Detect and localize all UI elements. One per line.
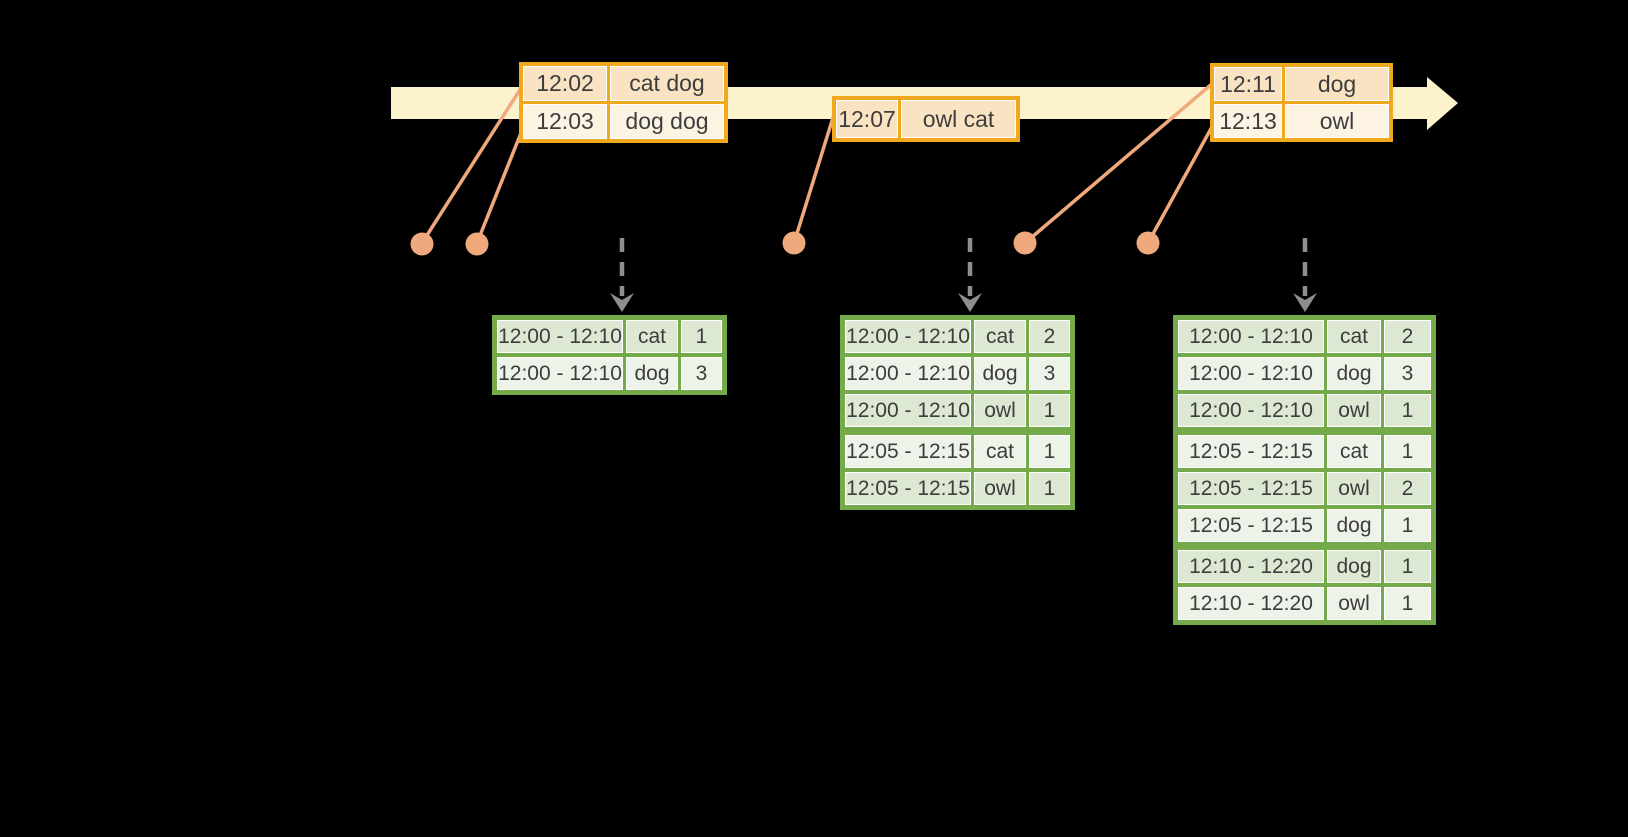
- count-cell: 1: [1029, 394, 1070, 427]
- event-words-cell: owl: [1285, 104, 1389, 138]
- event-words-cell: cat dog: [610, 66, 724, 101]
- word-cell: owl: [974, 472, 1026, 505]
- window-cell: 12:05 - 12:15: [1178, 472, 1324, 505]
- event-table-row: 12:07 owl cat: [836, 100, 1016, 138]
- trigger-arrows: [610, 238, 1317, 312]
- window-cell: 12:10 - 12:20: [1178, 550, 1324, 583]
- count-cell: 1: [1384, 435, 1431, 468]
- window-cell: 12:00 - 12:10: [845, 320, 971, 353]
- window-cell: 12:00 - 12:10: [845, 357, 971, 390]
- word-cell: dog: [1327, 550, 1381, 583]
- event-table-row: 12:02 cat dog: [523, 66, 724, 101]
- event-dot: [782, 231, 806, 255]
- result-table-1: 12:00 - 12:10 cat 1 12:00 - 12:10 dog 3: [492, 315, 727, 395]
- event-dot: [1136, 231, 1160, 255]
- word-cell: cat: [1327, 435, 1381, 468]
- result-table-row: 12:00 - 12:10 cat 1: [497, 320, 722, 353]
- word-cell: dog: [1327, 357, 1381, 390]
- word-cell: owl: [1327, 587, 1381, 620]
- word-cell: cat: [626, 320, 678, 353]
- result-table-row: 12:10 - 12:20 owl 1: [1178, 587, 1431, 620]
- event-time-cell: 12:07: [836, 100, 898, 138]
- event-words-cell: dog dog: [610, 104, 724, 139]
- event-time-cell: 12:03: [523, 104, 607, 139]
- event-table-row: 12:03 dog dog: [523, 104, 724, 139]
- window-cell: 12:05 - 12:15: [1178, 435, 1324, 468]
- input-table-2: 12:07 owl cat: [832, 96, 1020, 142]
- input-table-1: 12:02 cat dog 12:03 dog dog: [519, 62, 728, 143]
- count-cell: 3: [1029, 357, 1070, 390]
- connector-line: [475, 127, 525, 244]
- count-cell: 2: [1384, 320, 1431, 353]
- event-table-row: 12:13 owl: [1214, 104, 1389, 138]
- event-words-cell: dog: [1285, 67, 1389, 101]
- word-cell: dog: [626, 357, 678, 390]
- connector-line: [420, 84, 525, 244]
- window-cell: 12:05 - 12:15: [845, 472, 971, 505]
- window-cell: 12:00 - 12:10: [1178, 320, 1324, 353]
- count-cell: 3: [681, 357, 722, 390]
- connector-line: [1023, 81, 1215, 245]
- word-cell: owl: [974, 394, 1026, 427]
- down-arrowhead-icon: [958, 293, 982, 312]
- result-table-row: 12:00 - 12:10 cat 2: [845, 320, 1070, 353]
- event-time-cell: 12:02: [523, 66, 607, 101]
- window-cell: 12:00 - 12:10: [1178, 394, 1324, 427]
- event-time-cell: 12:13: [1214, 104, 1282, 138]
- down-arrowhead-icon: [610, 293, 634, 312]
- result-table-row: 12:05 - 12:15 cat 1: [1178, 435, 1431, 468]
- count-cell: 1: [681, 320, 722, 353]
- count-cell: 1: [1384, 509, 1431, 542]
- count-cell: 1: [1384, 587, 1431, 620]
- window-cell: 12:00 - 12:10: [1178, 357, 1324, 390]
- window-cell: 12:05 - 12:15: [845, 435, 971, 468]
- event-dot: [465, 232, 489, 256]
- count-cell: 2: [1384, 472, 1431, 505]
- window-cell: 12:00 - 12:10: [497, 320, 623, 353]
- window-cell: 12:05 - 12:15: [1178, 509, 1324, 542]
- connector-line: [792, 107, 838, 244]
- word-cell: owl: [1327, 394, 1381, 427]
- count-cell: 2: [1029, 320, 1070, 353]
- result-table-row: 12:00 - 12:10 owl 1: [1178, 394, 1431, 427]
- window-cell: 12:00 - 12:10: [497, 357, 623, 390]
- result-table-row: 12:00 - 12:10 owl 1: [845, 394, 1070, 427]
- word-cell: cat: [1327, 320, 1381, 353]
- event-dot: [1013, 231, 1037, 255]
- count-cell: 1: [1384, 550, 1431, 583]
- result-table-row: 12:05 - 12:15 owl 1: [845, 472, 1070, 505]
- input-table-3: 12:11 dog 12:13 owl: [1210, 63, 1393, 142]
- word-cell: cat: [974, 320, 1026, 353]
- window-cell: 12:00 - 12:10: [845, 394, 971, 427]
- count-cell: 1: [1029, 435, 1070, 468]
- result-table-row: 12:05 - 12:15 cat 1: [845, 435, 1070, 468]
- event-table-row: 12:11 dog: [1214, 67, 1389, 101]
- down-arrowhead-icon: [1293, 293, 1317, 312]
- connector-lines: [420, 81, 1215, 245]
- result-table-row: 12:00 - 12:10 dog 3: [845, 357, 1070, 390]
- result-table-row: 12:05 - 12:15 owl 2: [1178, 472, 1431, 505]
- connector-line: [1146, 124, 1215, 244]
- window-cell: 12:10 - 12:20: [1178, 587, 1324, 620]
- result-table-row: 12:05 - 12:15 dog 1: [1178, 509, 1431, 542]
- result-table-row: 12:10 - 12:20 dog 1: [1178, 550, 1431, 583]
- result-table-row: 12:00 - 12:10 dog 3: [1178, 357, 1431, 390]
- count-cell: 1: [1029, 472, 1070, 505]
- count-cell: 3: [1384, 357, 1431, 390]
- result-table-row: 12:00 - 12:10 dog 3: [497, 357, 722, 390]
- count-cell: 1: [1384, 394, 1431, 427]
- event-dot: [410, 232, 434, 256]
- result-table-row: 12:00 - 12:10 cat 2: [1178, 320, 1431, 353]
- result-table-2: 12:00 - 12:10 cat 2 12:00 - 12:10 dog 3 …: [840, 315, 1075, 510]
- word-cell: owl: [1327, 472, 1381, 505]
- word-cell: dog: [1327, 509, 1381, 542]
- event-time-cell: 12:11: [1214, 67, 1282, 101]
- event-dots: [410, 231, 1160, 256]
- result-table-3: 12:00 - 12:10 cat 2 12:00 - 12:10 dog 3 …: [1173, 315, 1436, 625]
- event-words-cell: owl cat: [901, 100, 1016, 138]
- word-cell: dog: [974, 357, 1026, 390]
- word-cell: cat: [974, 435, 1026, 468]
